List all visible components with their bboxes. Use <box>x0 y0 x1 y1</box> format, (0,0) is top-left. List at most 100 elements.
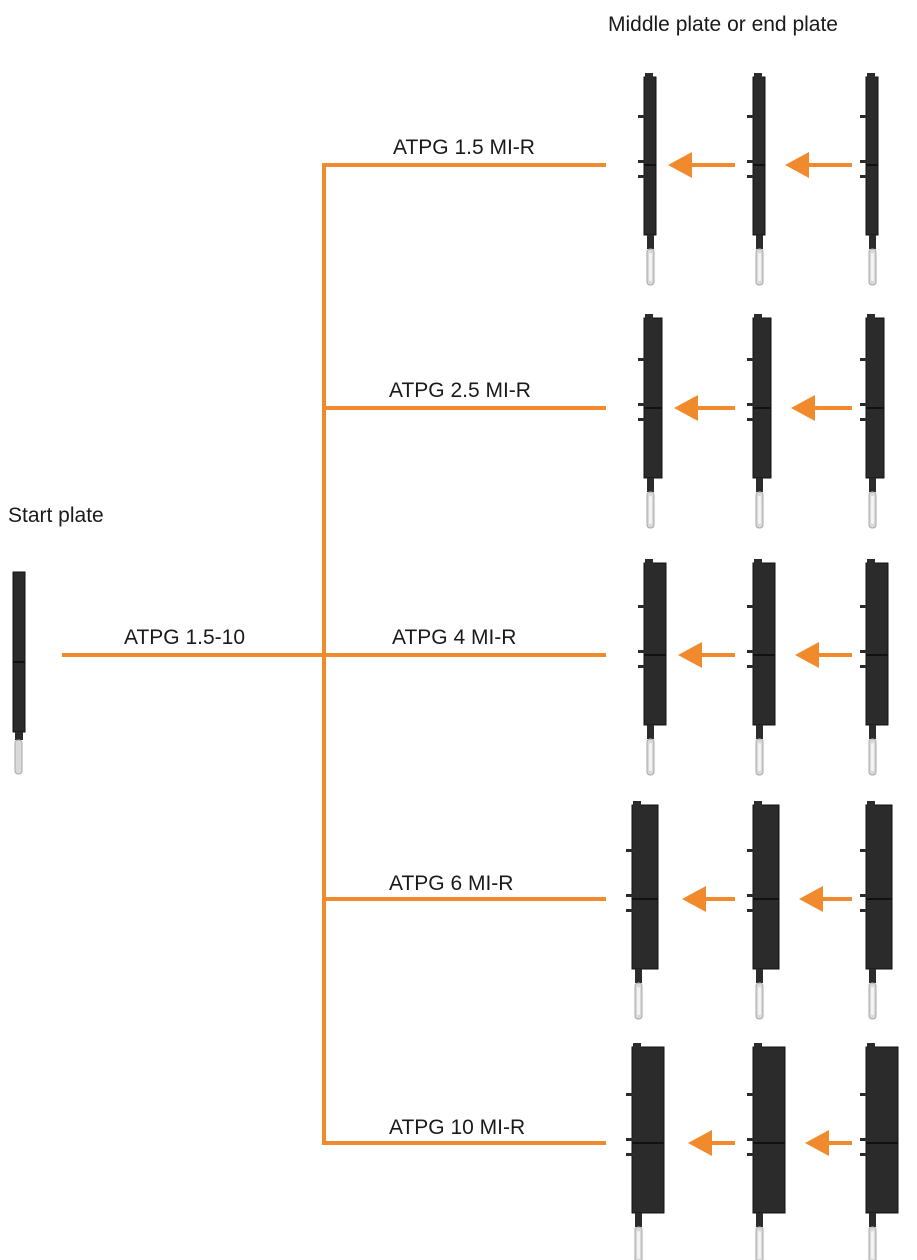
plate-row1-col1-cap <box>645 73 653 78</box>
arrow-row2-1 <box>674 395 735 421</box>
plate-row1-col1-tab-lower <box>638 175 645 178</box>
arrow-row1-1 <box>668 152 735 178</box>
plate-row5-col2-tab-upper <box>747 1093 754 1096</box>
plate-row4-col2 <box>747 801 780 1020</box>
branch-label-3: ATPG 4 MI-R <box>392 626 517 649</box>
plate-row3-col3-stem <box>869 725 876 739</box>
arrow-row5-1 <box>688 1130 735 1156</box>
plate-row5-col1 <box>626 1043 665 1260</box>
plate-row1-col1-pin-highlight <box>649 253 652 281</box>
plate-row2-col1-tab-lower <box>638 418 645 421</box>
plate-row4-col3 <box>860 801 893 1020</box>
plate-row3-col2-notch <box>753 654 775 656</box>
plate-row5-col2-notch <box>753 1142 785 1144</box>
plate-row4-col2-body <box>752 804 780 970</box>
plate-row3-col1-cap <box>645 559 653 564</box>
connector-lines <box>62 163 606 1145</box>
plate-row1-col2-tab-mid <box>747 160 754 163</box>
arrow-row5-2 <box>805 1130 852 1156</box>
plate-row2-col2 <box>747 314 772 529</box>
plate-row5-col3-tab-upper <box>860 1093 867 1096</box>
plate-row3-col2 <box>747 559 776 776</box>
arrow-row1-2 <box>785 152 852 178</box>
plate-row5-col1-tab-mid <box>626 1138 633 1141</box>
plate-row1-col3-body <box>865 76 879 236</box>
plate-row5-col1-tab-lower <box>626 1153 633 1156</box>
plate-row3-col1-tab-lower <box>638 665 645 668</box>
plate-row3-col3 <box>860 559 889 776</box>
plate-row2-col2-cap <box>754 314 762 319</box>
plate-row2-col1-body <box>643 317 663 479</box>
plate-row3-col1-pin-highlight <box>649 743 652 771</box>
plate-row2-col3-stem <box>869 478 876 492</box>
plate-row2-col2-pin-highlight <box>758 496 761 524</box>
arrow-row5-2-head <box>805 1130 829 1156</box>
plate-row5-col1-tab-upper <box>626 1093 633 1096</box>
heading-start-plate: Start plate <box>8 504 104 527</box>
plate-row1-col2-stem <box>756 235 763 249</box>
arrow-row1-2-head <box>785 152 809 178</box>
branch-label-4: ATPG 6 MI-R <box>389 872 514 895</box>
plate-row1-col3-pin-highlight <box>871 253 874 281</box>
plate-row2-col1-pin-highlight <box>649 496 652 524</box>
plate-row1-col1 <box>638 73 657 286</box>
plate-row3-col1-notch <box>644 654 666 656</box>
plate-row4-col1 <box>626 801 659 1020</box>
plate-row5-col3-stem <box>869 1213 876 1227</box>
arrow-row4-2-head <box>799 886 823 912</box>
plate-row1-col2-tab-upper <box>747 115 754 118</box>
plate-row2-col2-tab-lower <box>747 418 754 421</box>
branch-label-2: ATPG 2.5 MI-R <box>389 379 531 402</box>
plate-row1-col1-body <box>643 76 657 236</box>
plate-row2-col3 <box>860 314 885 529</box>
plate-row4-col1-body <box>631 804 659 970</box>
plate-row4-col1-tab-mid <box>626 894 633 897</box>
start-plate <box>12 571 26 775</box>
plate-row4-col1-pin-highlight <box>637 987 640 1015</box>
plate-row1-col3 <box>860 73 879 286</box>
plate-row1-col3-tab-mid <box>860 160 867 163</box>
arrows <box>668 152 852 1156</box>
plates <box>12 73 899 1260</box>
plate-row3-col3-body <box>865 562 889 726</box>
plate-row1-col3-tab-lower <box>860 175 867 178</box>
plate-row4-col3-tab-lower <box>860 909 867 912</box>
arrow-row1-1-head <box>668 152 692 178</box>
start-plate-stem <box>15 732 23 740</box>
plate-row2-col3-tab-upper <box>860 358 867 361</box>
plate-row5-col3-tab-mid <box>860 1138 867 1141</box>
plate-row3-col2-body <box>752 562 776 726</box>
plate-row3-col1-stem <box>647 725 654 739</box>
start-plate-pin <box>14 739 23 775</box>
plate-row4-col1-notch <box>632 898 658 900</box>
plate-row5-col3-pin-highlight <box>871 1231 874 1259</box>
plate-row2-col2-stem <box>756 478 763 492</box>
plate-row3-col1-tab-upper <box>638 605 645 608</box>
plate-row3-col2-tab-upper <box>747 605 754 608</box>
heading-middle-end-plate: Middle plate or end plate <box>608 13 838 36</box>
plate-row3-col1 <box>638 559 667 776</box>
plate-row1-col1-tab-mid <box>638 160 645 163</box>
plate-row1-col2-notch <box>753 164 765 166</box>
plate-row1-col3-cap <box>867 73 875 78</box>
plate-row1-col2-tab-lower <box>747 175 754 178</box>
plate-row4-col3-cap <box>867 801 875 806</box>
arrow-row4-1 <box>682 886 735 912</box>
plate-row2-col3-notch <box>866 407 884 409</box>
arrow-row3-2-head <box>795 642 819 668</box>
plate-row1-col2-pin-highlight <box>758 253 761 281</box>
plate-row3-col1-tab-mid <box>638 650 645 653</box>
plate-row4-col2-notch <box>753 898 779 900</box>
branch-label-1: ATPG 1.5 MI-R <box>393 136 535 159</box>
plate-row4-col2-tab-lower <box>747 909 754 912</box>
plate-row5-col1-body <box>631 1046 665 1214</box>
start-plate-notch <box>13 661 25 663</box>
plate-row1-col1-notch <box>644 164 656 166</box>
arrow-row2-2-head <box>791 395 815 421</box>
plate-row2-col3-body <box>865 317 885 479</box>
plate-row2-col1-tab-mid <box>638 403 645 406</box>
plate-row3-col3-tab-upper <box>860 605 867 608</box>
plate-row2-col1-cap <box>645 314 653 319</box>
plate-row2-col3-cap <box>867 314 875 319</box>
plate-row1-col2-body <box>752 76 766 236</box>
